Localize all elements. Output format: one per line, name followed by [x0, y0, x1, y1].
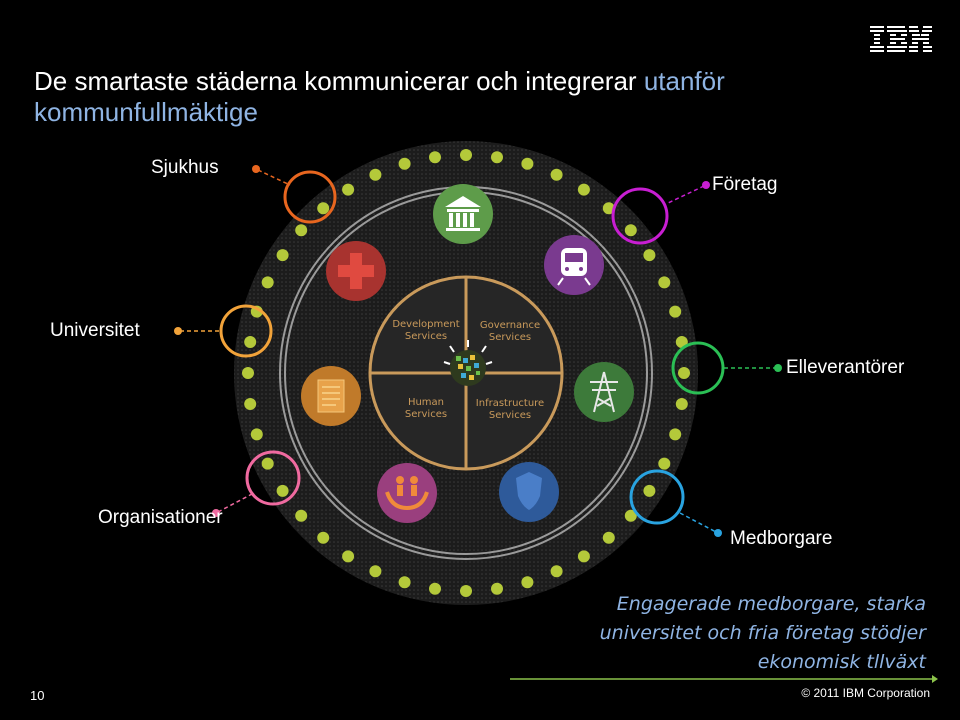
ibm-logo	[870, 26, 932, 52]
ring-dot	[643, 484, 656, 497]
copyright: © 2011 IBM Corporation	[801, 686, 930, 700]
ring-dot	[491, 151, 503, 164]
ring-dot	[521, 576, 534, 589]
organisationer-ring	[245, 450, 301, 506]
family-hands-icon	[377, 463, 437, 523]
sjukhus-label: Sjukhus	[151, 157, 219, 178]
ring-dot	[577, 183, 590, 196]
outer-dots-ring	[242, 149, 690, 597]
foretag-connector	[665, 185, 705, 205]
page-number: 10	[30, 688, 45, 703]
ring-dot	[250, 428, 263, 441]
ring-dot	[550, 565, 563, 578]
ring-dot	[460, 149, 472, 161]
ring-dot	[521, 157, 534, 170]
ring-dot	[369, 565, 382, 578]
ring-dot	[317, 202, 330, 215]
ring-dot	[242, 367, 254, 379]
governance-services-label-2: Services	[489, 332, 531, 343]
ring-dot	[398, 157, 411, 170]
ring-dot	[678, 367, 690, 379]
sjukhus-ring	[283, 170, 337, 224]
document-icon	[301, 366, 361, 426]
ring-dot	[669, 305, 682, 318]
universitet-label: Universitet	[50, 320, 140, 341]
medborgare-connector	[679, 512, 717, 533]
page-title: De smartaste städerna kommunicerar och i…	[34, 66, 834, 128]
quote-line-1: Engagerade medborgare, starka	[616, 593, 926, 615]
ring-dot	[342, 550, 355, 563]
medborgare-ring	[629, 469, 685, 525]
elleverantorer-ring	[671, 341, 725, 395]
title-part-1: De smartaste städerna kommunicerar och i…	[34, 66, 644, 96]
ring-dot	[398, 576, 411, 589]
ring-dot	[295, 224, 308, 237]
sjukhus-connector	[257, 169, 291, 186]
human-services-label-2: Services	[405, 409, 447, 420]
ring-dot	[429, 151, 441, 164]
infrastructure-services-label-2: Services	[489, 410, 531, 421]
foretag-label: Företag	[712, 174, 778, 195]
ring-dot	[317, 531, 330, 544]
organisationer-label: Organisationer	[98, 507, 223, 528]
medborgare-label: Medborgare	[730, 528, 833, 549]
ring-dot	[244, 336, 257, 348]
ring-dot	[643, 249, 656, 262]
ring-dot	[577, 550, 590, 563]
ring-dot	[295, 509, 308, 522]
ring-dot	[342, 183, 355, 196]
title-part-2: utanför kommunfullmäktige	[34, 66, 725, 127]
ring-dot	[669, 428, 682, 441]
ring-dot	[261, 457, 274, 470]
ring-dot	[261, 276, 274, 289]
foretag-ring	[611, 187, 669, 245]
ring-dot	[276, 484, 289, 497]
quote-line-3: ekonomisk tllväxt	[757, 651, 926, 673]
ring-dot	[675, 398, 688, 410]
medical-cross-icon	[326, 241, 386, 301]
human-services-label-1: Human	[408, 397, 444, 408]
ring-dot	[602, 202, 615, 215]
ring-dot	[460, 585, 472, 597]
police-shield-icon	[499, 462, 559, 522]
ring-dot	[369, 168, 382, 181]
universitet-ring	[219, 304, 273, 358]
smart-planet-icon	[443, 340, 493, 386]
ring-dot	[550, 168, 563, 181]
ring-dot	[276, 249, 289, 262]
ring-dot	[624, 224, 637, 237]
ring-dot	[602, 531, 615, 544]
quote-block: Engagerade medborgare, starka universite…	[506, 590, 926, 677]
train-icon	[544, 235, 604, 295]
ring-dot	[658, 276, 671, 289]
development-services-label-1: Development	[392, 319, 459, 330]
ring-dot	[658, 457, 671, 470]
ring-dot	[624, 509, 637, 522]
power-tower-icon	[574, 362, 634, 422]
governance-services-label-1: Governance	[480, 320, 540, 331]
organisationer-connector	[217, 493, 253, 513]
development-services-label-2: Services	[405, 331, 447, 342]
quote-line-2: universitet och fria företag stödjer	[599, 622, 926, 644]
ring-dot	[675, 336, 688, 348]
ring-dot	[491, 582, 503, 595]
ring-dot	[244, 398, 257, 410]
ring-dot	[429, 582, 441, 595]
government-building-icon	[433, 184, 493, 244]
infrastructure-services-label-1: Infrastructure	[476, 398, 544, 409]
elleverantorer-label: Elleverantörer	[786, 357, 905, 378]
